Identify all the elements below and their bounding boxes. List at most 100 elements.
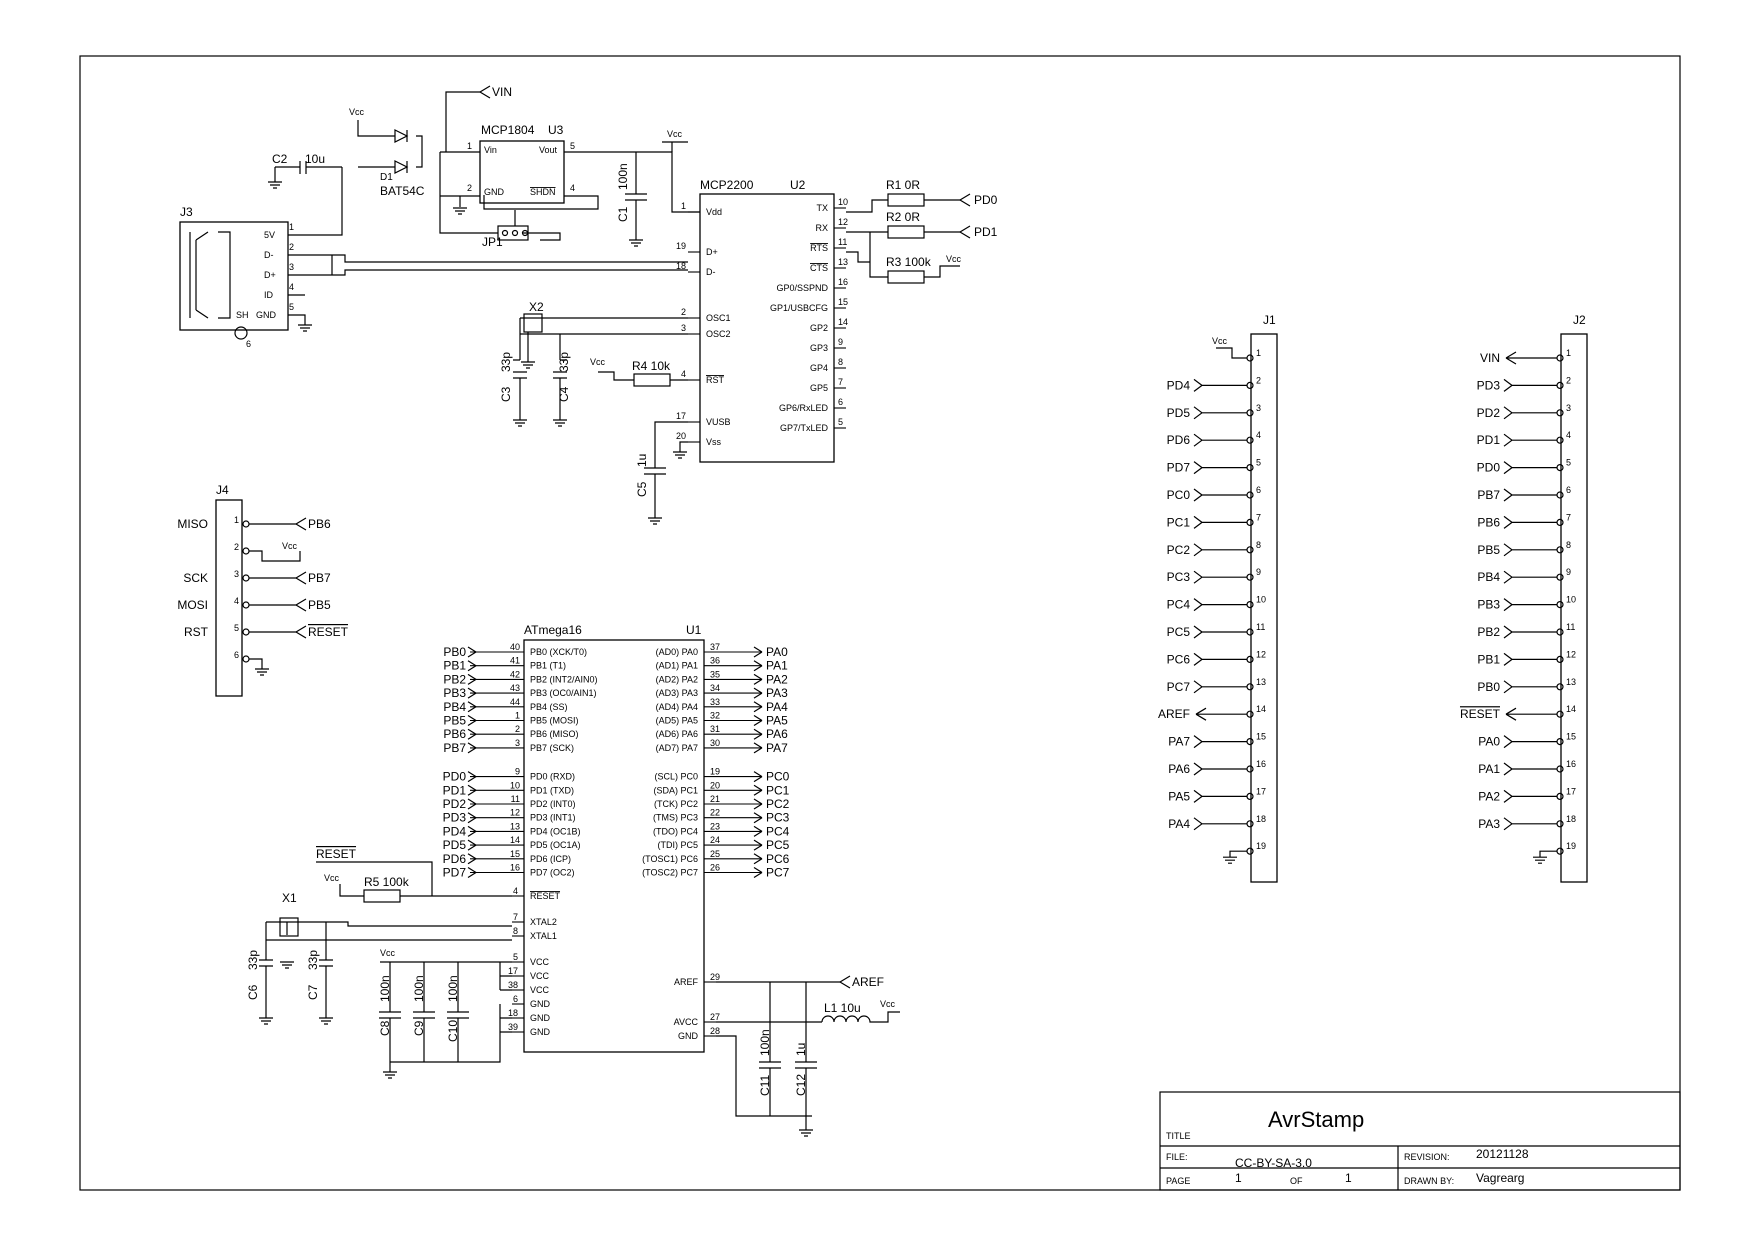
u1-pin-number: 18 <box>508 1008 518 1018</box>
j1-net-arrow <box>1193 680 1247 694</box>
j2-net-arrow <box>1505 351 1557 365</box>
ground-symbol <box>255 668 269 676</box>
c2-ref: C2 <box>272 152 288 166</box>
vcc-l1: Vcc <box>880 999 896 1009</box>
j2-net-name: PB5 <box>1477 543 1500 557</box>
j2-net-arrow <box>1503 543 1557 557</box>
u1-net-arrow <box>753 673 763 685</box>
u1-net-arrow <box>467 839 477 851</box>
u2-pin-name: TX <box>816 203 828 213</box>
j2-net-arrow <box>1503 488 1557 502</box>
j1-net-arrow <box>1193 598 1247 612</box>
u1-pin-number: 43 <box>510 683 520 693</box>
j1-net-arrow <box>1193 625 1247 639</box>
u1-pin-name: (TMS) PC3 <box>653 813 698 823</box>
u1-net-arrow <box>467 784 477 796</box>
u1-pin-name: PD2 (INT0) <box>530 799 576 809</box>
j2-net-name: PA1 <box>1478 762 1500 776</box>
u1-pin-number: 33 <box>710 697 720 707</box>
u1-pin-name: (AD7) PA7 <box>656 743 698 753</box>
u1-pin-name: PD4 (OC1B) <box>530 826 581 836</box>
u1-pin-name: XTAL1 <box>530 931 557 941</box>
j1-gnd-wire <box>1229 850 1247 858</box>
j2-gnd-wire <box>1539 850 1557 858</box>
u1-net-arrow <box>753 839 763 851</box>
j4-ref: J4 <box>216 483 229 497</box>
j2-pin-number: 8 <box>1566 540 1571 550</box>
j1-net-name: PC6 <box>1167 652 1191 666</box>
u3-pin1: 1 <box>467 141 472 151</box>
ground-symbol <box>1223 856 1237 864</box>
j2-net-name: PB4 <box>1477 570 1500 584</box>
u1-pin-number: 44 <box>510 697 520 707</box>
vcc-r5: Vcc <box>324 873 340 883</box>
u1-pin-name: PD7 (OC2) <box>530 868 575 878</box>
u1-pin-number: 25 <box>710 849 720 859</box>
j2-net-arrow <box>1503 817 1557 831</box>
j2-net-arrow <box>1503 762 1557 776</box>
j1-net-arrow <box>1193 789 1247 803</box>
j4-pin-contact <box>242 574 250 582</box>
j2-net-arrow <box>1503 570 1557 584</box>
j2-pin-number: 17 <box>1566 786 1576 796</box>
c10-value: 100n <box>446 975 460 1002</box>
drawn-by-label: DRAWN BY: <box>1404 1176 1454 1186</box>
page-value: 1 <box>1235 1171 1242 1185</box>
u2-right-pins: 10TX12RX11RTS13CTS16GP0/SSPND15GP1/USBCF… <box>770 197 848 433</box>
j4-vcc-net: Vcc <box>282 541 298 551</box>
u1-net-arrow <box>753 866 763 879</box>
u1-net-arrow <box>467 853 477 865</box>
u1-pin-number: 3 <box>515 738 520 748</box>
u1-pin-number: 35 <box>710 669 720 679</box>
u1-pin-name: PB4 (SS) <box>530 702 568 712</box>
u1-net-name: PD2 <box>443 797 467 811</box>
j3-pin4: 4 <box>289 282 294 292</box>
u2-pin-name: GP5 <box>810 383 828 393</box>
u1-pin-number: 16 <box>510 863 520 873</box>
j4-pin-number: 3 <box>234 569 239 579</box>
j1-net-name: PC5 <box>1167 625 1191 639</box>
c1-value: 100n <box>616 163 630 190</box>
j2-net-arrow <box>1503 625 1557 639</box>
u1-net-arrow <box>753 728 763 740</box>
j4-net-arrow <box>249 571 307 585</box>
j4-net-arrow <box>249 625 307 639</box>
j2-net-arrow <box>1505 707 1557 721</box>
j4-net-name: RESET <box>308 625 349 639</box>
j4-pin-number: 6 <box>234 650 239 660</box>
j4-pin-contact <box>242 628 250 636</box>
u1-net-name: PA7 <box>766 741 788 755</box>
u1-pin-number: 41 <box>510 656 520 666</box>
u2-pin-name: GP7/TxLED <box>780 423 829 433</box>
j4-pin-label: MISO <box>177 517 208 531</box>
u2-pin-name: GP2 <box>810 323 828 333</box>
u2-pin-name: RST <box>706 375 725 385</box>
u1-net-name: PD7 <box>443 866 467 880</box>
c6-ref: C6 <box>246 984 260 1000</box>
u1-pin-name: AVCC <box>674 1017 699 1027</box>
drawn-by-value: Vagrearg <box>1476 1171 1524 1185</box>
j1-pin-number: 14 <box>1256 704 1266 714</box>
u1-pin-name: (AD3) PA3 <box>656 688 698 698</box>
u1-pin-name: PD5 (OC1A) <box>530 840 581 850</box>
j2-net-arrow <box>1503 433 1557 447</box>
c8-ref: C8 <box>378 1020 392 1036</box>
j2-net-arrow <box>1503 515 1557 529</box>
j4-vcc-wire <box>249 550 301 562</box>
u2-pin-name: RX <box>815 223 828 233</box>
j1-pin-number: 4 <box>1256 430 1261 440</box>
j2-net-name: PA2 <box>1478 789 1500 803</box>
j1-pin-number: 19 <box>1256 841 1266 851</box>
j3-pin-gnd: GND <box>256 310 277 320</box>
u1-pin-name: GND <box>530 1027 551 1037</box>
j1-pin-number: 16 <box>1256 759 1266 769</box>
u1-pin-number: 19 <box>710 767 720 777</box>
u1-pin-number: 11 <box>511 794 520 804</box>
j4-net-name: PB6 <box>308 517 331 531</box>
u2-pin-number: 17 <box>676 411 686 421</box>
u1-pin-name: PB5 (MOSI) <box>530 716 579 726</box>
